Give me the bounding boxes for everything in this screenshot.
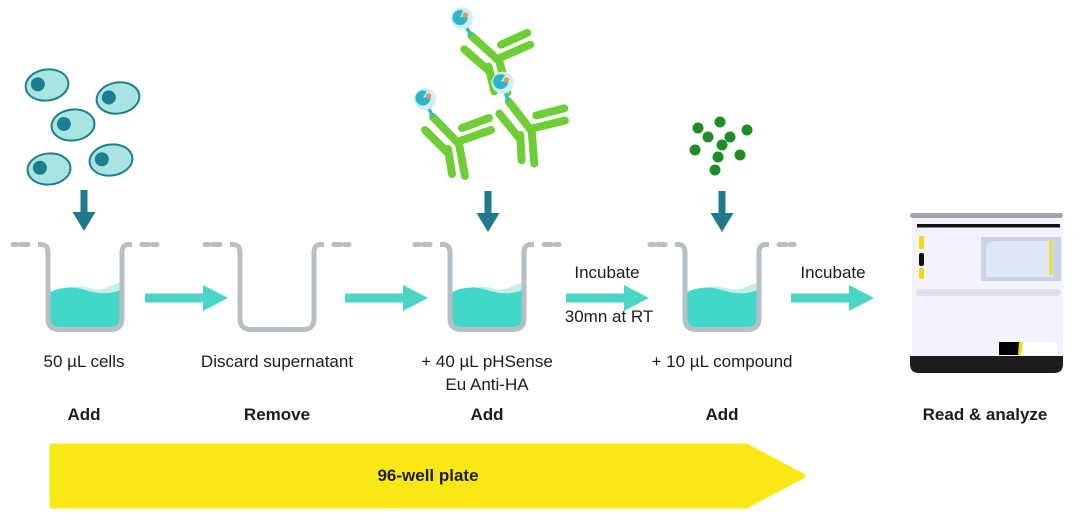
compound-dots-icon (689, 116, 753, 176)
cells-icon (22, 65, 143, 188)
well-empty (205, 245, 349, 330)
well-cells (13, 245, 157, 330)
antibody-cluster (414, 3, 569, 176)
well-phsense (415, 245, 559, 330)
well-compound (650, 245, 794, 330)
down-arrow-icon (476, 191, 500, 232)
step-label-compound: + 10 µL compound (651, 352, 793, 371)
step-label-cells: 50 µL cells (43, 352, 125, 371)
antibody-icon (484, 71, 570, 167)
down-arrow-icon (710, 191, 734, 232)
flow-arrow-icon (791, 285, 874, 311)
incubation1-detail: 30mn at RT (564, 307, 654, 326)
incubation2-title: Incubate (800, 263, 866, 282)
step-label-supernatant: Discard supernatant (200, 352, 354, 371)
step-label-phsense-line1: + 40 µL pHSense (421, 352, 553, 371)
action-add-cells: Add (67, 405, 101, 424)
plate-banner-arrow (49, 443, 806, 509)
action-read-analyze: Read & analyze (922, 405, 1048, 424)
action-add-compound: Add (705, 405, 739, 424)
antibody-icon (414, 88, 491, 176)
flow-arrow-icon (345, 285, 428, 311)
incubation1-title: Incubate (574, 263, 640, 282)
plate-banner-label: 96-well plate (377, 466, 479, 485)
action-add-phsense: Add (470, 405, 504, 424)
action-remove: Remove (243, 405, 311, 424)
plate-reader-icon (910, 213, 1063, 373)
flow-arrow-icon (145, 285, 228, 311)
step-label-phsense-line2: Eu Anti-HA (445, 375, 529, 394)
down-arrow-icon (72, 190, 96, 231)
